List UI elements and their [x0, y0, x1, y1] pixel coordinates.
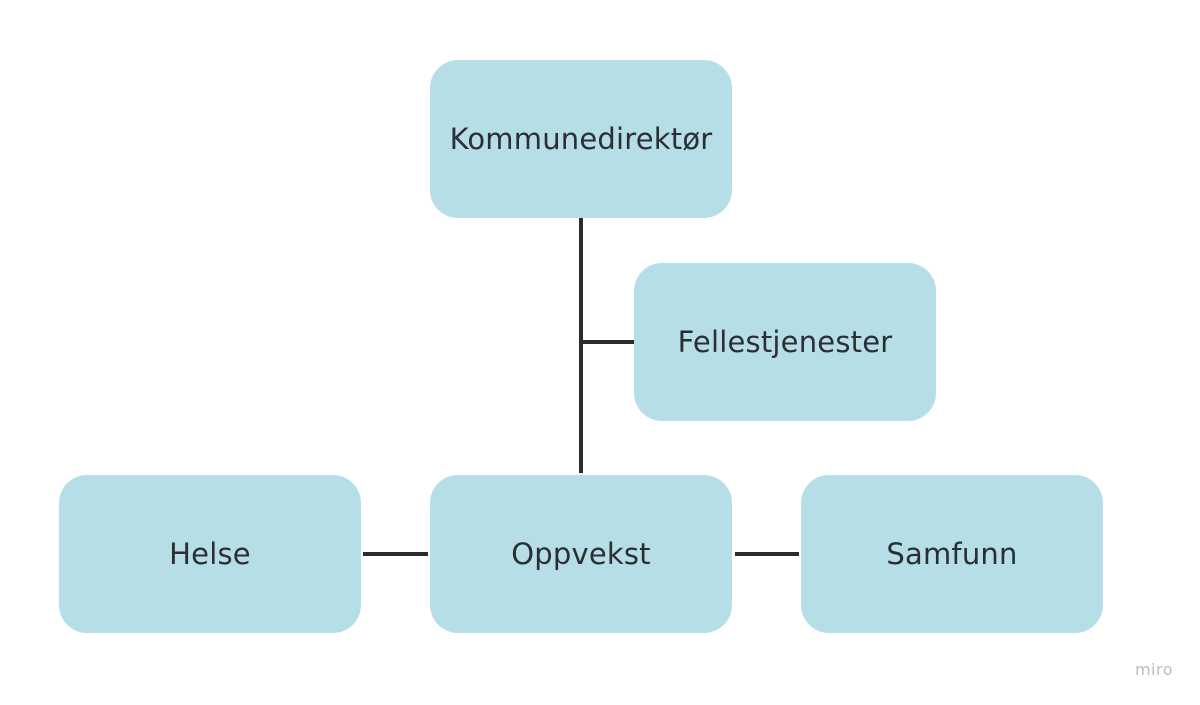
node-kommunedirektor[interactable]: Kommunedirektør — [430, 60, 732, 218]
miro-watermark: miro — [1134, 660, 1173, 679]
node-fellestjenester[interactable]: Fellestjenester — [634, 263, 936, 421]
node-label: Fellestjenester — [677, 325, 893, 359]
node-label: Oppvekst — [511, 537, 651, 571]
node-helse[interactable]: Helse — [59, 475, 361, 633]
node-label: Helse — [169, 537, 251, 571]
node-oppvekst[interactable]: Oppvekst — [430, 475, 732, 633]
node-label: Kommunedirektør — [449, 122, 713, 156]
node-samfunn[interactable]: Samfunn — [801, 475, 1103, 633]
node-label: Samfunn — [886, 537, 1018, 571]
